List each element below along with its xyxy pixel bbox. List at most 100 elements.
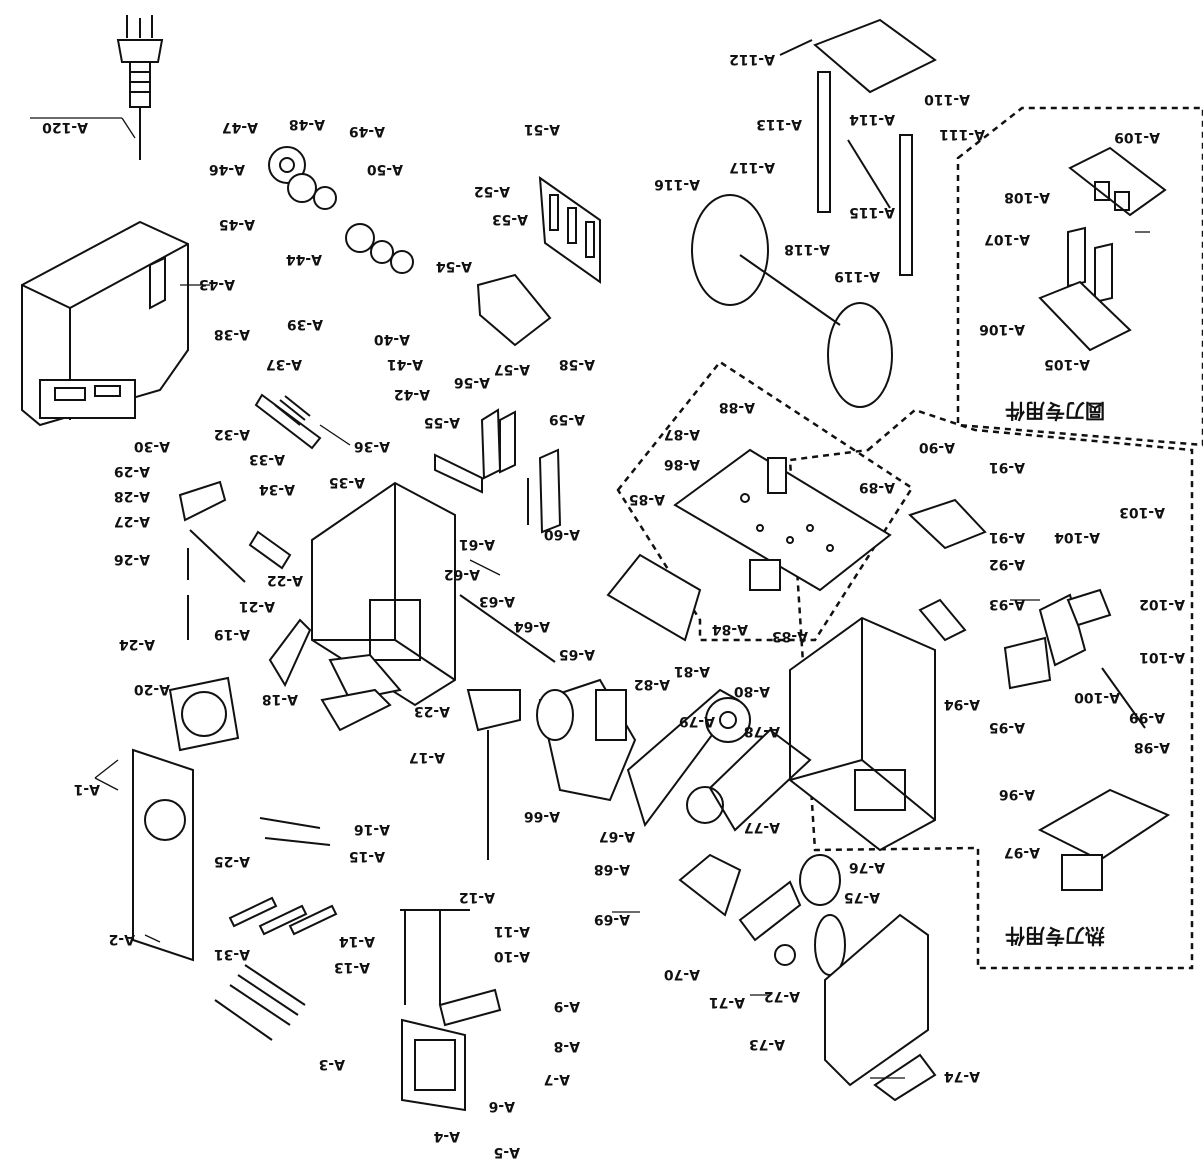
label-a-112: A-112: [729, 51, 775, 67]
label-a-82: A-82: [634, 676, 670, 692]
label-a-102: A-102: [1139, 596, 1185, 612]
label-a-89: A-89: [859, 479, 895, 495]
label-a-87: A-87: [664, 426, 700, 442]
label-a-3: A-3: [319, 1056, 345, 1072]
label-a-34: A-34: [259, 481, 295, 497]
label-a-41: A-41: [387, 356, 423, 372]
label-a-80: A-80: [734, 683, 770, 699]
label-a-50: A-50: [367, 161, 403, 177]
label-a-46: A-46: [209, 161, 245, 177]
label-a-65: A-65: [559, 646, 595, 662]
label-a-8: A-8: [554, 1038, 580, 1054]
label-a-110: A-110: [924, 91, 970, 107]
label-a-55: A-55: [424, 414, 460, 430]
label-a-30: A-30: [134, 438, 170, 454]
label-a-78: A-78: [744, 723, 780, 739]
label-a-99: A-99: [1129, 709, 1165, 725]
label-a-2: A-2: [109, 931, 135, 947]
hot-knife-group-outline: [788, 408, 1194, 970]
label-a-60: A-60: [544, 526, 580, 542]
label-a-104: A-104: [1054, 529, 1100, 545]
label-a-35: A-35: [329, 474, 365, 490]
label-a-45: A-45: [219, 216, 255, 232]
label-a-33: A-33: [249, 451, 285, 467]
label-a-61: A-61: [459, 536, 495, 552]
label-a-6: A-6: [489, 1098, 515, 1114]
part-labels: A-120 A-47 A-48 A-49 A-46 A-50 A-45 A-44…: [42, 51, 1185, 1160]
label-a-20: A-20: [134, 681, 170, 697]
round-knife-parts: [1038, 146, 1167, 352]
label-a-94: A-94: [944, 696, 980, 712]
label-a-21: A-21: [239, 598, 275, 614]
label-a-62: A-62: [444, 566, 480, 582]
label-a-76: A-76: [849, 859, 885, 875]
label-a-28: A-28: [114, 488, 150, 504]
label-a-4: A-4: [433, 1128, 460, 1144]
perforated-plate: [673, 448, 892, 592]
label-a-93: A-93: [989, 596, 1025, 612]
label-a-73: A-73: [749, 1036, 785, 1052]
brackets-upper: [434, 175, 601, 534]
label-a-16: A-16: [354, 821, 390, 837]
label-a-75: A-75: [844, 889, 880, 905]
label-a-14: A-14: [339, 933, 375, 949]
label-a-47: A-47: [222, 119, 258, 135]
label-a-23: A-23: [414, 703, 450, 719]
label-a-81: A-81: [674, 663, 710, 679]
label-a-113: A-113: [756, 116, 802, 132]
label-a-97: A-97: [1004, 844, 1040, 860]
label-a-105: A-105: [1044, 356, 1090, 372]
label-a-39: A-39: [287, 316, 323, 332]
label-a-22: A-22: [267, 572, 303, 588]
label-a-114: A-114: [849, 111, 895, 127]
label-a-103: A-103: [1119, 504, 1165, 520]
angle-bracket: [606, 553, 702, 642]
label-a-91b: A-91: [989, 529, 1025, 545]
label-a-88: A-88: [719, 399, 755, 415]
label-a-10: A-10: [494, 948, 530, 964]
label-a-17: A-17: [409, 749, 445, 765]
label-a-111: A-111: [939, 126, 985, 142]
label-a-120: A-120: [42, 119, 88, 135]
label-a-69: A-69: [594, 911, 630, 927]
main-cover: [21, 220, 189, 427]
label-a-98: A-98: [1134, 739, 1170, 755]
round-knife-assembly: [691, 18, 937, 408]
label-a-27: A-27: [114, 513, 150, 529]
drive-assembly: [626, 688, 846, 976]
label-a-54: A-54: [436, 258, 472, 274]
center-frame: [268, 481, 556, 860]
label-a-100: A-100: [1074, 689, 1120, 705]
label-a-59: A-59: [549, 411, 585, 427]
label-a-24: A-24: [119, 636, 155, 652]
label-a-51: A-51: [524, 121, 560, 137]
label-a-36: A-36: [354, 438, 390, 454]
label-a-29: A-29: [114, 463, 150, 479]
label-a-117: A-117: [729, 159, 775, 175]
label-a-66: A-66: [524, 808, 560, 824]
label-a-19: A-19: [214, 626, 250, 642]
power-plug: [30, 15, 164, 160]
label-a-18: A-18: [262, 691, 298, 707]
label-a-67: A-67: [599, 828, 635, 844]
hot-knife-parts: [908, 498, 1171, 891]
round-knife-group-outline: [956, 106, 1203, 447]
plate-group-outline: [616, 360, 914, 642]
label-a-79: A-79: [679, 713, 715, 729]
label-a-96: A-96: [999, 786, 1035, 802]
left-parts: [132, 146, 414, 1041]
leader-lines: [94, 231, 1150, 1079]
label-a-11: A-11: [494, 923, 530, 939]
label-a-42: A-42: [394, 386, 430, 402]
label-a-86: A-86: [664, 456, 700, 472]
label-a-71: A-71: [709, 994, 745, 1010]
label-a-91: A-91: [989, 459, 1025, 475]
label-a-92: A-92: [989, 556, 1025, 572]
label-a-12: A-12: [459, 889, 495, 905]
label-a-1: A-1: [74, 781, 100, 797]
label-a-15: A-15: [349, 848, 385, 864]
label-a-116: A-116: [654, 176, 700, 192]
label-a-44: A-44: [286, 251, 322, 267]
label-a-57: A-57: [494, 361, 530, 377]
